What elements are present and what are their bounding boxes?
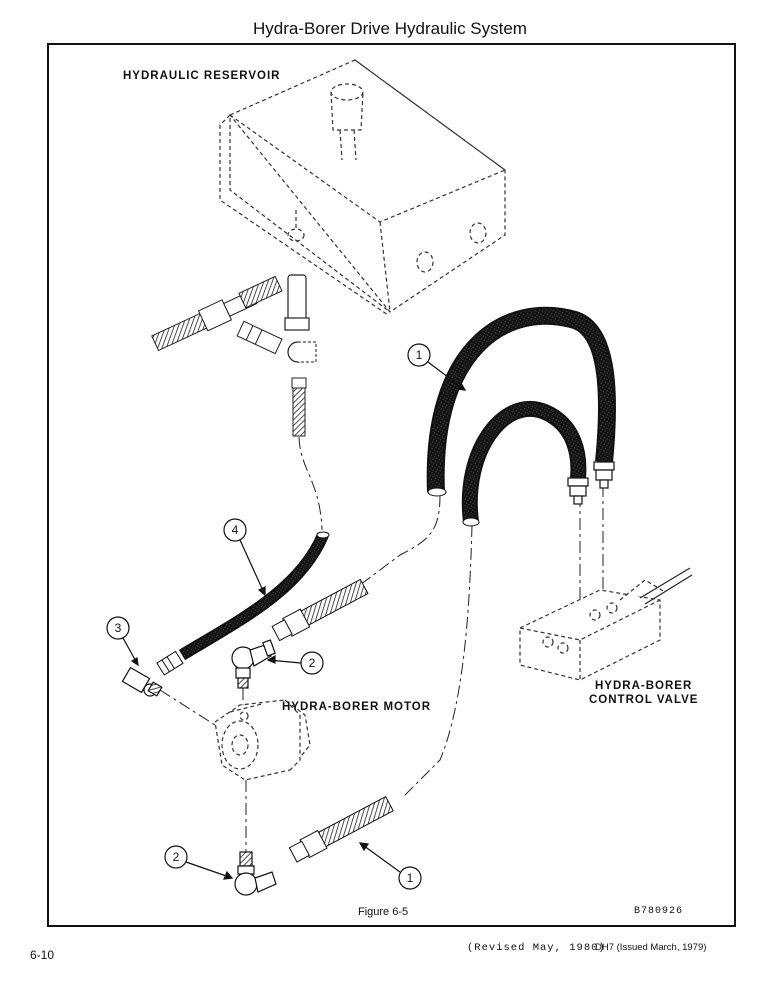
figure-caption: Figure 6-5 — [358, 906, 409, 918]
drawing-number: B780926 — [634, 906, 684, 917]
hose-1-middle — [271, 578, 369, 642]
revision-note: (Revised May, 1980) — [467, 942, 606, 954]
callout-1-lower — [398, 866, 422, 890]
callout-1-upper — [407, 343, 431, 367]
hydra-borer-motor — [214, 699, 311, 781]
hose-inner — [461, 400, 587, 527]
page-number: 6-10 — [30, 948, 55, 962]
control-valve — [519, 567, 693, 681]
hose-1-lower — [288, 795, 394, 863]
callout-numbers: 1 1 2 2 3 4 — [115, 348, 423, 885]
elbow-fitting-2-upper — [231, 639, 276, 689]
callout-2-lower — [164, 845, 188, 869]
figure-frame — [47, 43, 736, 927]
page-title: Hydra-Borer Drive Hydraulic System — [253, 19, 527, 38]
callout-number: 1 — [416, 348, 423, 362]
callout-number: 1 — [407, 871, 414, 885]
valve-hose-fittings — [567, 461, 615, 505]
callout-number: 3 — [115, 621, 122, 635]
valve-label-line1: HYDRA-BORER — [595, 680, 692, 692]
issued-note: DH7 (Issued March, 1979) — [595, 942, 707, 953]
callout-4 — [223, 518, 247, 542]
valve-label-line2: CONTROL VALVE — [589, 694, 698, 706]
hose-4 — [156, 531, 330, 676]
hydraulic-reservoir — [219, 59, 506, 316]
callout-number: 4 — [232, 523, 239, 537]
callouts — [106, 343, 467, 890]
elbow-fitting-2-lower — [234, 851, 277, 896]
callout-number: 2 — [173, 850, 180, 864]
reservoir-outlet-fittings — [151, 274, 317, 437]
centerlines — [159, 436, 604, 852]
callout-number: 2 — [309, 656, 316, 670]
reservoir-label: HYDRAULIC RESERVOIR — [123, 70, 280, 82]
hose-1-upper — [426, 306, 616, 497]
callout-3 — [106, 616, 130, 640]
motor-label: HYDRA-BORER MOTOR — [282, 701, 431, 713]
elbow-fitting-3 — [121, 666, 163, 697]
